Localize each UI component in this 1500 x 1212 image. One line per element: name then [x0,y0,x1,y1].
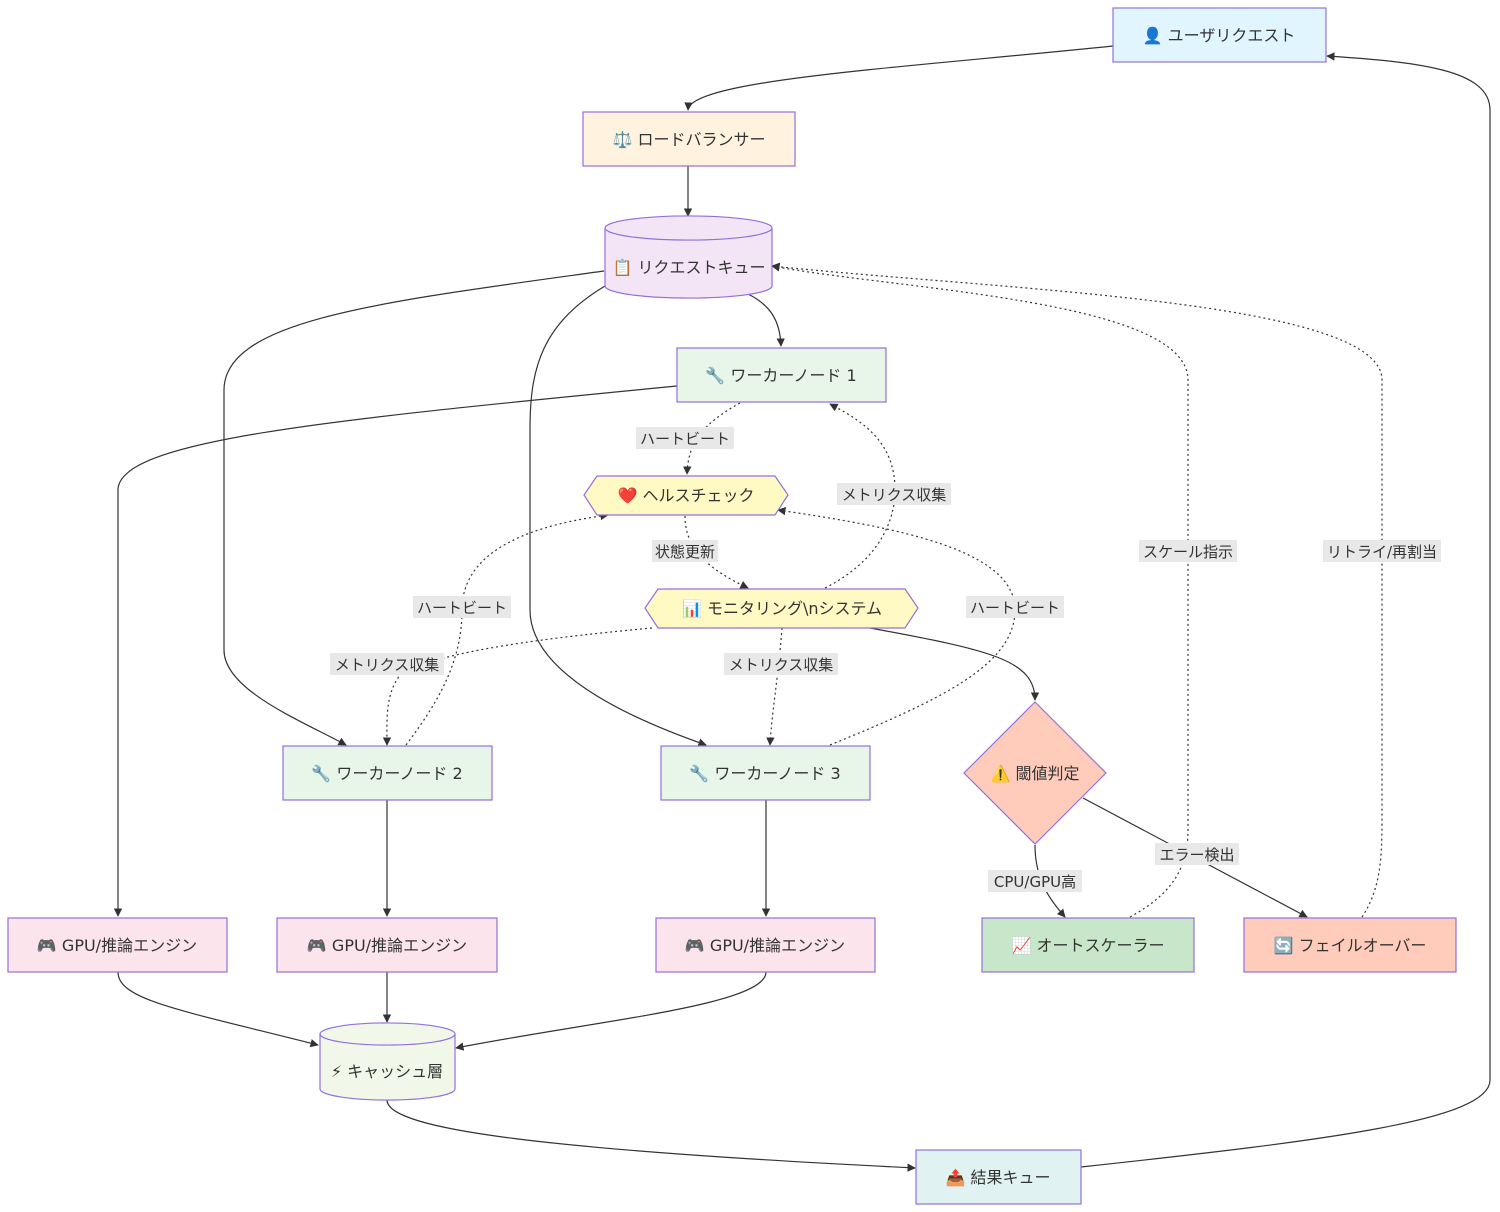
node-gpu-2[interactable]: 🎮 GPU/推論エンジン [276,917,498,973]
edge-gpu1-to-cache [117,971,319,1048]
svg-text:🔧 ワーカーノード 1: 🔧 ワーカーノード 1 [705,366,856,385]
node-result-queue[interactable]: 📤 結果キュー [915,1149,1082,1205]
edge-gpu3-to-cache [455,971,767,1051]
node-autoscaler[interactable]: 📈 オートスケーラー [981,917,1195,973]
node-monitoring[interactable]: 📊 モニタリング\nシステム [644,588,919,629]
svg-text:📈 オートスケーラー: 📈 オートスケーラー [1011,936,1164,955]
nodes: 👤 ユーザリクエスト ⚖️ ロードバランサー 📋 リクエストキュー 🔧 ワーカー… [7,7,1457,1205]
svg-text:🔧 ワーカーノード 2: 🔧 ワーカーノード 2 [311,764,462,783]
edge-monitoring-metrics-worker3 [766,627,783,746]
svg-text:🔧 ワーカーノード 3: 🔧 ワーカーノード 3 [689,764,840,783]
edge-failover-retry [771,262,1383,918]
edge-worker1-to-gpu1 [113,385,678,917]
node-worker-2[interactable]: 🔧 ワーカーノード 2 [282,745,493,801]
edge-queue-to-worker2 [223,270,605,746]
node-worker-3[interactable]: 🔧 ワーカーノード 3 [660,745,871,801]
edge-queue-to-worker1 [747,293,785,347]
node-gpu-3[interactable]: 🎮 GPU/推論エンジン [655,917,876,973]
svg-text:⚡ キャッシュ層: ⚡ キャッシュ層 [331,1062,443,1081]
edge-monitoring-to-threshold [869,627,1040,701]
svg-text:⚖️ ロードバランサー: ⚖️ ロードバランサー [612,130,765,149]
edge-cache-to-result [386,1099,916,1172]
svg-text:⚠️ 閾値判定: ⚠️ 閾値判定 [990,764,1079,783]
edge-worker1-heartbeat [683,402,741,475]
edge-label-metrics-1: メトリクス収集 [837,483,951,505]
svg-text:メトリクス収集: メトリクス収集 [729,656,834,674]
svg-text:ハートビート: ハートビート [417,599,507,617]
svg-text:スケール指示: スケール指示 [1143,543,1233,561]
edge-label-metrics-3: メトリクス収集 [724,653,838,675]
node-user-request[interactable]: 👤 ユーザリクエスト [1112,7,1327,63]
svg-text:メトリクス収集: メトリクス収集 [335,656,440,674]
svg-text:メトリクス収集: メトリクス収集 [842,486,947,504]
svg-text:リトライ/再割当: リトライ/再割当 [1327,543,1437,561]
edge-label-status-update: 状態更新 [652,540,718,562]
svg-text:📤 結果キュー: 📤 結果キュー [945,1168,1050,1187]
edge-queue-to-worker3 [529,281,707,747]
edge-label-retry-reassign: リトライ/再割当 [1323,540,1441,562]
node-threshold[interactable]: ⚠️ 閾値判定 [963,701,1107,845]
svg-text:🎮 GPU/推論エンジン: 🎮 GPU/推論エンジン [37,936,197,955]
svg-text:🔄 フェイルオーバー: 🔄 フェイルオーバー [1274,936,1427,955]
edge-label-cpu-gpu-high: CPU/GPU高 [988,870,1082,892]
svg-text:❤️ ヘルスチェック: ❤️ ヘルスチェック [617,486,754,505]
edge-worker2-heartbeat [405,511,609,746]
edge-label-metrics-2: メトリクス収集 [330,653,444,675]
svg-text:CPU/GPU高: CPU/GPU高 [994,873,1076,891]
node-cache[interactable]: ⚡ キャッシュ層 [319,1022,456,1101]
edge-label-error-detect: エラー検出 [1155,843,1239,865]
edge-label-heartbeat-3: ハートビート [966,596,1064,618]
svg-text:🎮 GPU/推論エンジン: 🎮 GPU/推論エンジン [685,936,845,955]
node-request-queue[interactable]: 📋 リクエストキュー [604,215,773,299]
node-health-check[interactable]: ❤️ ヘルスチェック [583,475,789,516]
svg-text:ハートビート: ハートビート [640,430,730,448]
svg-text:ハートビート: ハートビート [970,599,1060,617]
edge-label-heartbeat-1: ハートビート [636,427,734,449]
svg-text:👤 ユーザリクエスト: 👤 ユーザリクエスト [1143,26,1296,45]
node-worker-1[interactable]: 🔧 ワーカーノード 1 [676,347,887,403]
svg-text:🎮 GPU/推論エンジン: 🎮 GPU/推論エンジン [307,936,467,955]
svg-text:エラー検出: エラー検出 [1159,846,1234,864]
node-load-balancer[interactable]: ⚖️ ロードバランサー [582,111,796,167]
svg-text:📋 リクエストキュー: 📋 リクエストキュー [612,258,765,277]
edges [113,45,1491,1172]
edge-monitoring-metrics-worker2 [382,627,653,746]
edge-result-to-user [1080,52,1491,1168]
node-gpu-1[interactable]: 🎮 GPU/推論エンジン [7,917,228,973]
edge-label-heartbeat-2: ハートビート [413,596,511,618]
edge-labels: ハートビート メトリクス収集 状態更新 ハートビート ハートビート メトリクス収… [330,427,1441,892]
svg-text:📊 モニタリング\nシステム: 📊 モニタリング\nシステム [682,599,882,618]
svg-text:状態更新: 状態更新 [655,543,715,561]
node-failover[interactable]: 🔄 フェイルオーバー [1243,917,1457,973]
edge-user-to-lb [684,45,1114,111]
edge-label-scale-instruction: スケール指示 [1139,540,1237,562]
